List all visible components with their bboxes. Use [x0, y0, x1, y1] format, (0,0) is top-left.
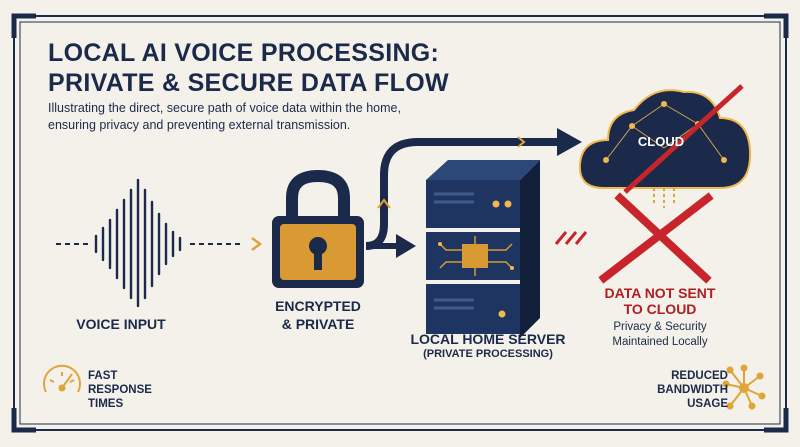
- title-line: PRIVATE & SECURE DATA FLOW: [48, 69, 449, 97]
- server-icon: [426, 160, 540, 338]
- sound-wave-icon: [94, 178, 182, 308]
- inner-frame: [19, 21, 781, 425]
- corner-ornament: [764, 408, 789, 433]
- chevron-right-icon: [517, 136, 526, 148]
- cloud-label: CLOUD: [637, 134, 685, 149]
- feature-reduced-bandwidth: REDUCED BANDWIDTH USAGE: [657, 370, 728, 410]
- title-line: LOCAL AI VOICE PROCESSING:: [48, 39, 440, 67]
- page-subtitle: Illustrating the direct, secure path of …: [48, 101, 401, 132]
- chevron-up-icon: [377, 198, 391, 209]
- server-sublabel: (PRIVATE PROCESSING): [423, 348, 553, 360]
- encrypted-label: ENCRYPTED & PRIVATE: [252, 297, 384, 333]
- arrow-head: [396, 234, 416, 258]
- server-label: LOCAL HOME SERVER: [410, 331, 566, 347]
- encrypted-label-line: & PRIVATE: [281, 316, 355, 332]
- corner-ornament: [11, 13, 36, 38]
- warning-title: DATA NOT SENT TO CLOUD: [585, 285, 735, 317]
- encrypted-label-line: ENCRYPTED: [275, 298, 361, 314]
- arrow-head: [557, 128, 582, 156]
- warning-sub-line: Privacy & Security: [613, 321, 707, 333]
- feature-fast-response: FAST RESPONSE TIMES: [88, 370, 152, 410]
- corner-ornament: [764, 13, 789, 38]
- cloud-icon: [578, 89, 752, 208]
- padlock-icon: [272, 169, 364, 288]
- network-icon: [722, 364, 766, 410]
- chevron-right-icon: [251, 237, 263, 251]
- strike-line: [623, 84, 744, 194]
- speed-icon: [43, 364, 81, 393]
- warning-sub-line: Maintained Locally: [612, 336, 708, 348]
- blocked-stripes: [554, 231, 588, 245]
- corner-ornament: [11, 408, 36, 433]
- cross-icon: [598, 192, 714, 284]
- curved-arrow: [365, 138, 560, 250]
- warning-subtitle: Privacy & Security Maintained Locally: [585, 320, 735, 350]
- warning-line: TO CLOUD: [623, 301, 697, 317]
- voice-input-label: VOICE INPUT: [76, 316, 166, 332]
- page-title: LOCAL AI VOICE PROCESSING: PRIVATE & SEC…: [48, 38, 449, 98]
- outer-frame: [13, 15, 787, 431]
- warning-line: DATA NOT SENT: [604, 285, 716, 301]
